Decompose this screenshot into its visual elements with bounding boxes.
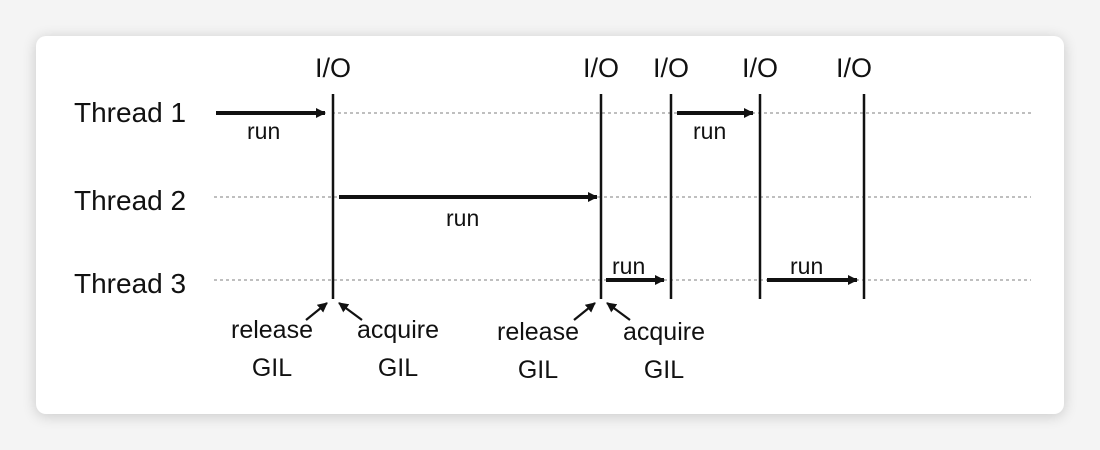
release-gil-pointer: [573, 302, 596, 321]
gil-annotation-line1: acquire: [357, 316, 439, 344]
gil-annotation-line1: release: [231, 316, 313, 344]
run-label: run: [693, 118, 726, 144]
gil-thread-diagram: I/O I/O I/O I/O I/O Thread 1 Thread 2 Th…: [74, 53, 1031, 384]
gil-annotation-line2: GIL: [378, 354, 418, 382]
diagram-card: I/O I/O I/O I/O I/O Thread 1 Thread 2 Th…: [36, 36, 1064, 414]
io-label: I/O: [653, 53, 689, 83]
thread-label-1: Thread 1: [74, 97, 186, 128]
thread-label-2: Thread 2: [74, 185, 186, 216]
release-gil-pointer: [305, 302, 328, 321]
gil-annotation-line2: GIL: [252, 354, 292, 382]
gil-annotation-line1: acquire: [623, 318, 705, 346]
acquire-gil-pointer: [606, 302, 631, 321]
io-label: I/O: [583, 53, 619, 83]
thread-label-3: Thread 3: [74, 268, 186, 299]
io-label: I/O: [742, 53, 778, 83]
io-label: I/O: [836, 53, 872, 83]
run-label: run: [612, 253, 645, 279]
run-label: run: [446, 205, 479, 231]
acquire-gil-pointer: [338, 302, 363, 321]
gil-annotation-line1: release: [497, 318, 579, 346]
io-label: I/O: [315, 53, 351, 83]
gil-annotation-line2: GIL: [518, 356, 558, 384]
run-label: run: [247, 118, 280, 144]
run-label: run: [790, 253, 823, 279]
gil-annotation-line2: GIL: [644, 356, 684, 384]
